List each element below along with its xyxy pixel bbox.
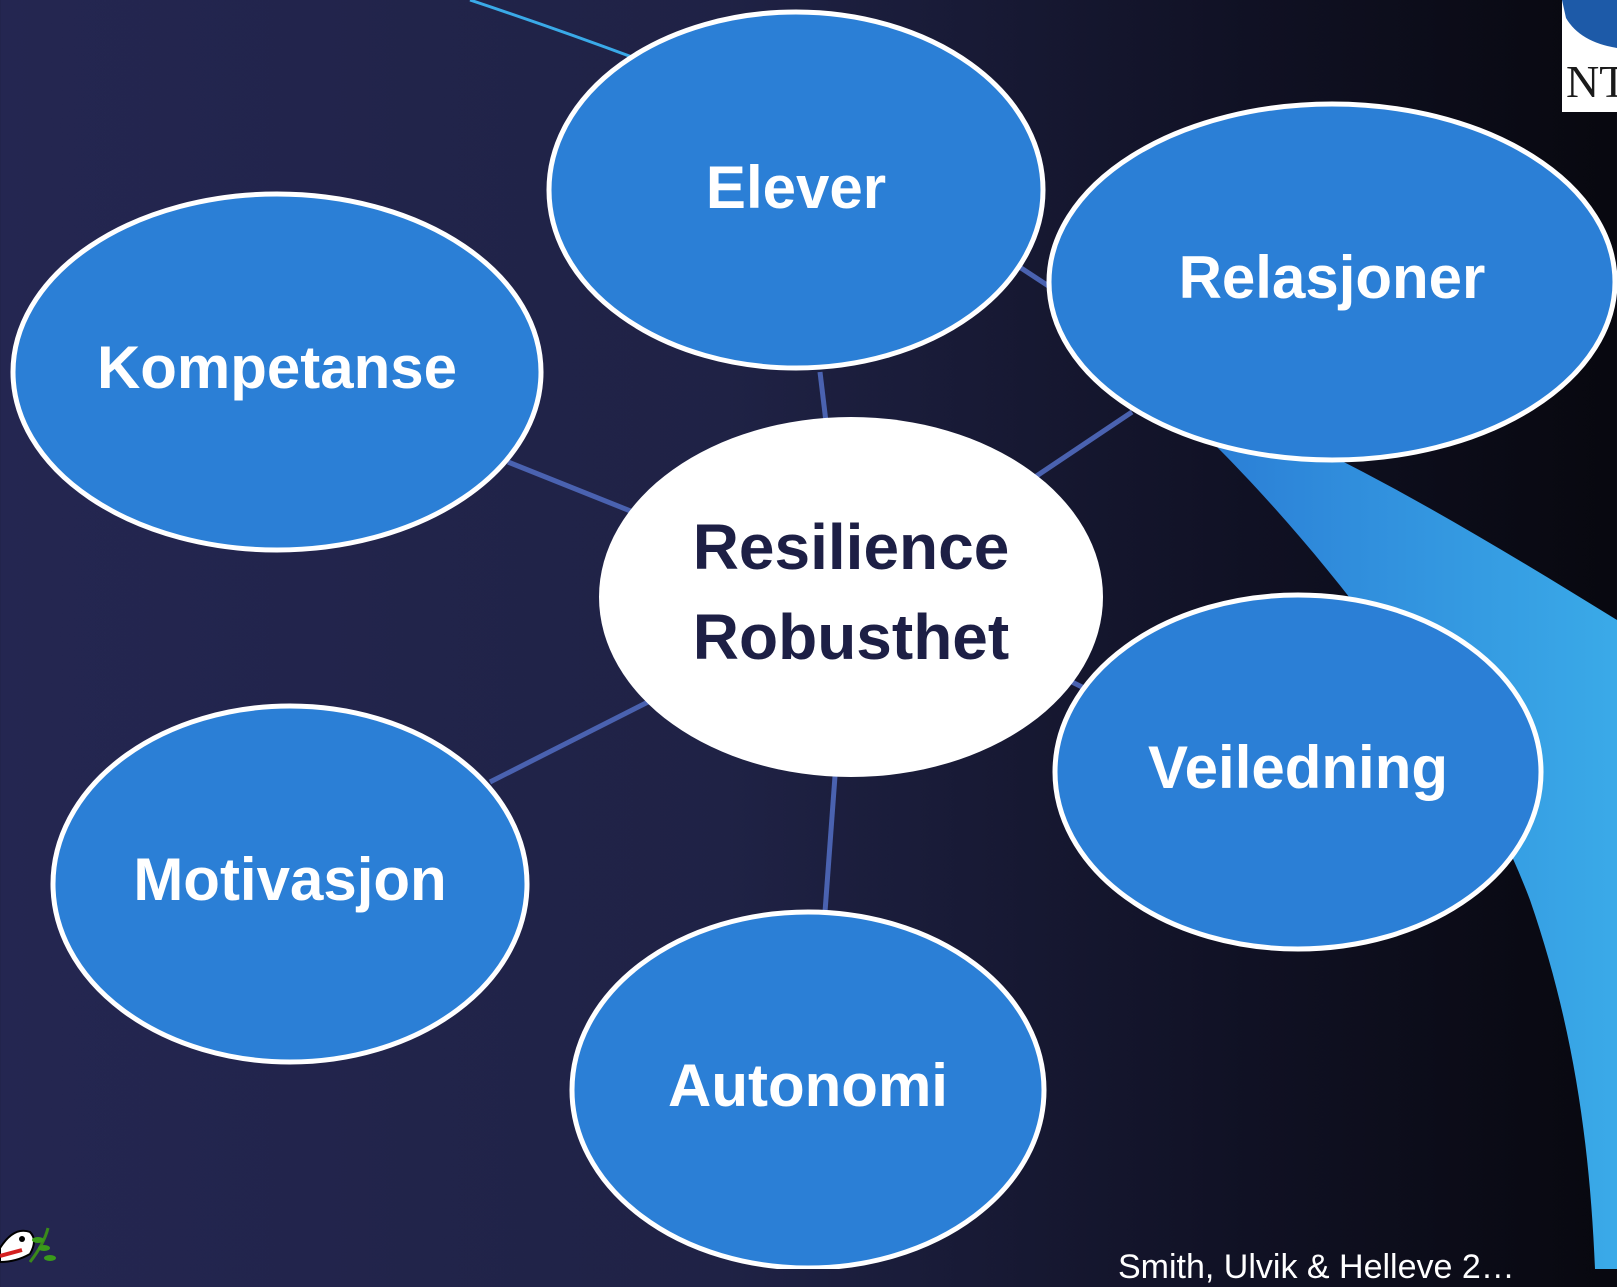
university-logo-icon: NT [1562,0,1617,112]
node-autonomi-shape [569,909,1047,1269]
center-label-line1: Resilience [693,511,1010,583]
node-kompetanse-shape [10,191,544,553]
node-autonomi: Autonomi [569,909,1047,1269]
node-elever: Elever [546,9,1046,371]
logo-text: NT [1566,56,1617,107]
node-motivasjon-shape [50,703,530,1065]
citation-text: Smith, Ulvik & Helleve 2… [1118,1248,1515,1286]
node-veiledning-shape [1052,592,1544,952]
node-motivasjon-label: Motivasjon [133,846,446,913]
connector-motivasjon [488,699,650,785]
center-label-line2: Robusthet [693,601,1009,673]
connector-relasjoner-elever [1016,263,1052,290]
bird-with-branch-icon [0,1227,56,1264]
connector-kompetanse [507,459,634,515]
node-kompetanse-label: Kompetanse [97,334,457,401]
connector-elever [817,371,829,423]
node-relasjoner: Relasjoner [1046,101,1617,463]
node-elever-shape [546,9,1046,371]
center-node-shape [599,417,1103,777]
node-veiledning-label: Veiledning [1148,734,1448,801]
center-node: Resilience Robusthet [599,417,1103,777]
node-motivasjon: Motivasjon [50,703,530,1065]
node-elever-label: Elever [706,154,886,221]
node-autonomi-label: Autonomi [668,1052,948,1119]
node-veiledning: Veiledning [1052,592,1544,952]
connector-autonomi [822,775,838,913]
node-kompetanse: Kompetanse [10,191,544,553]
background-swoosh [1215,445,1617,1269]
connector-relasjoner [1033,409,1134,480]
background-thin-arc [469,0,641,62]
node-relasjoner-shape [1046,101,1617,463]
node-relasjoner-label: Relasjoner [1179,244,1486,311]
